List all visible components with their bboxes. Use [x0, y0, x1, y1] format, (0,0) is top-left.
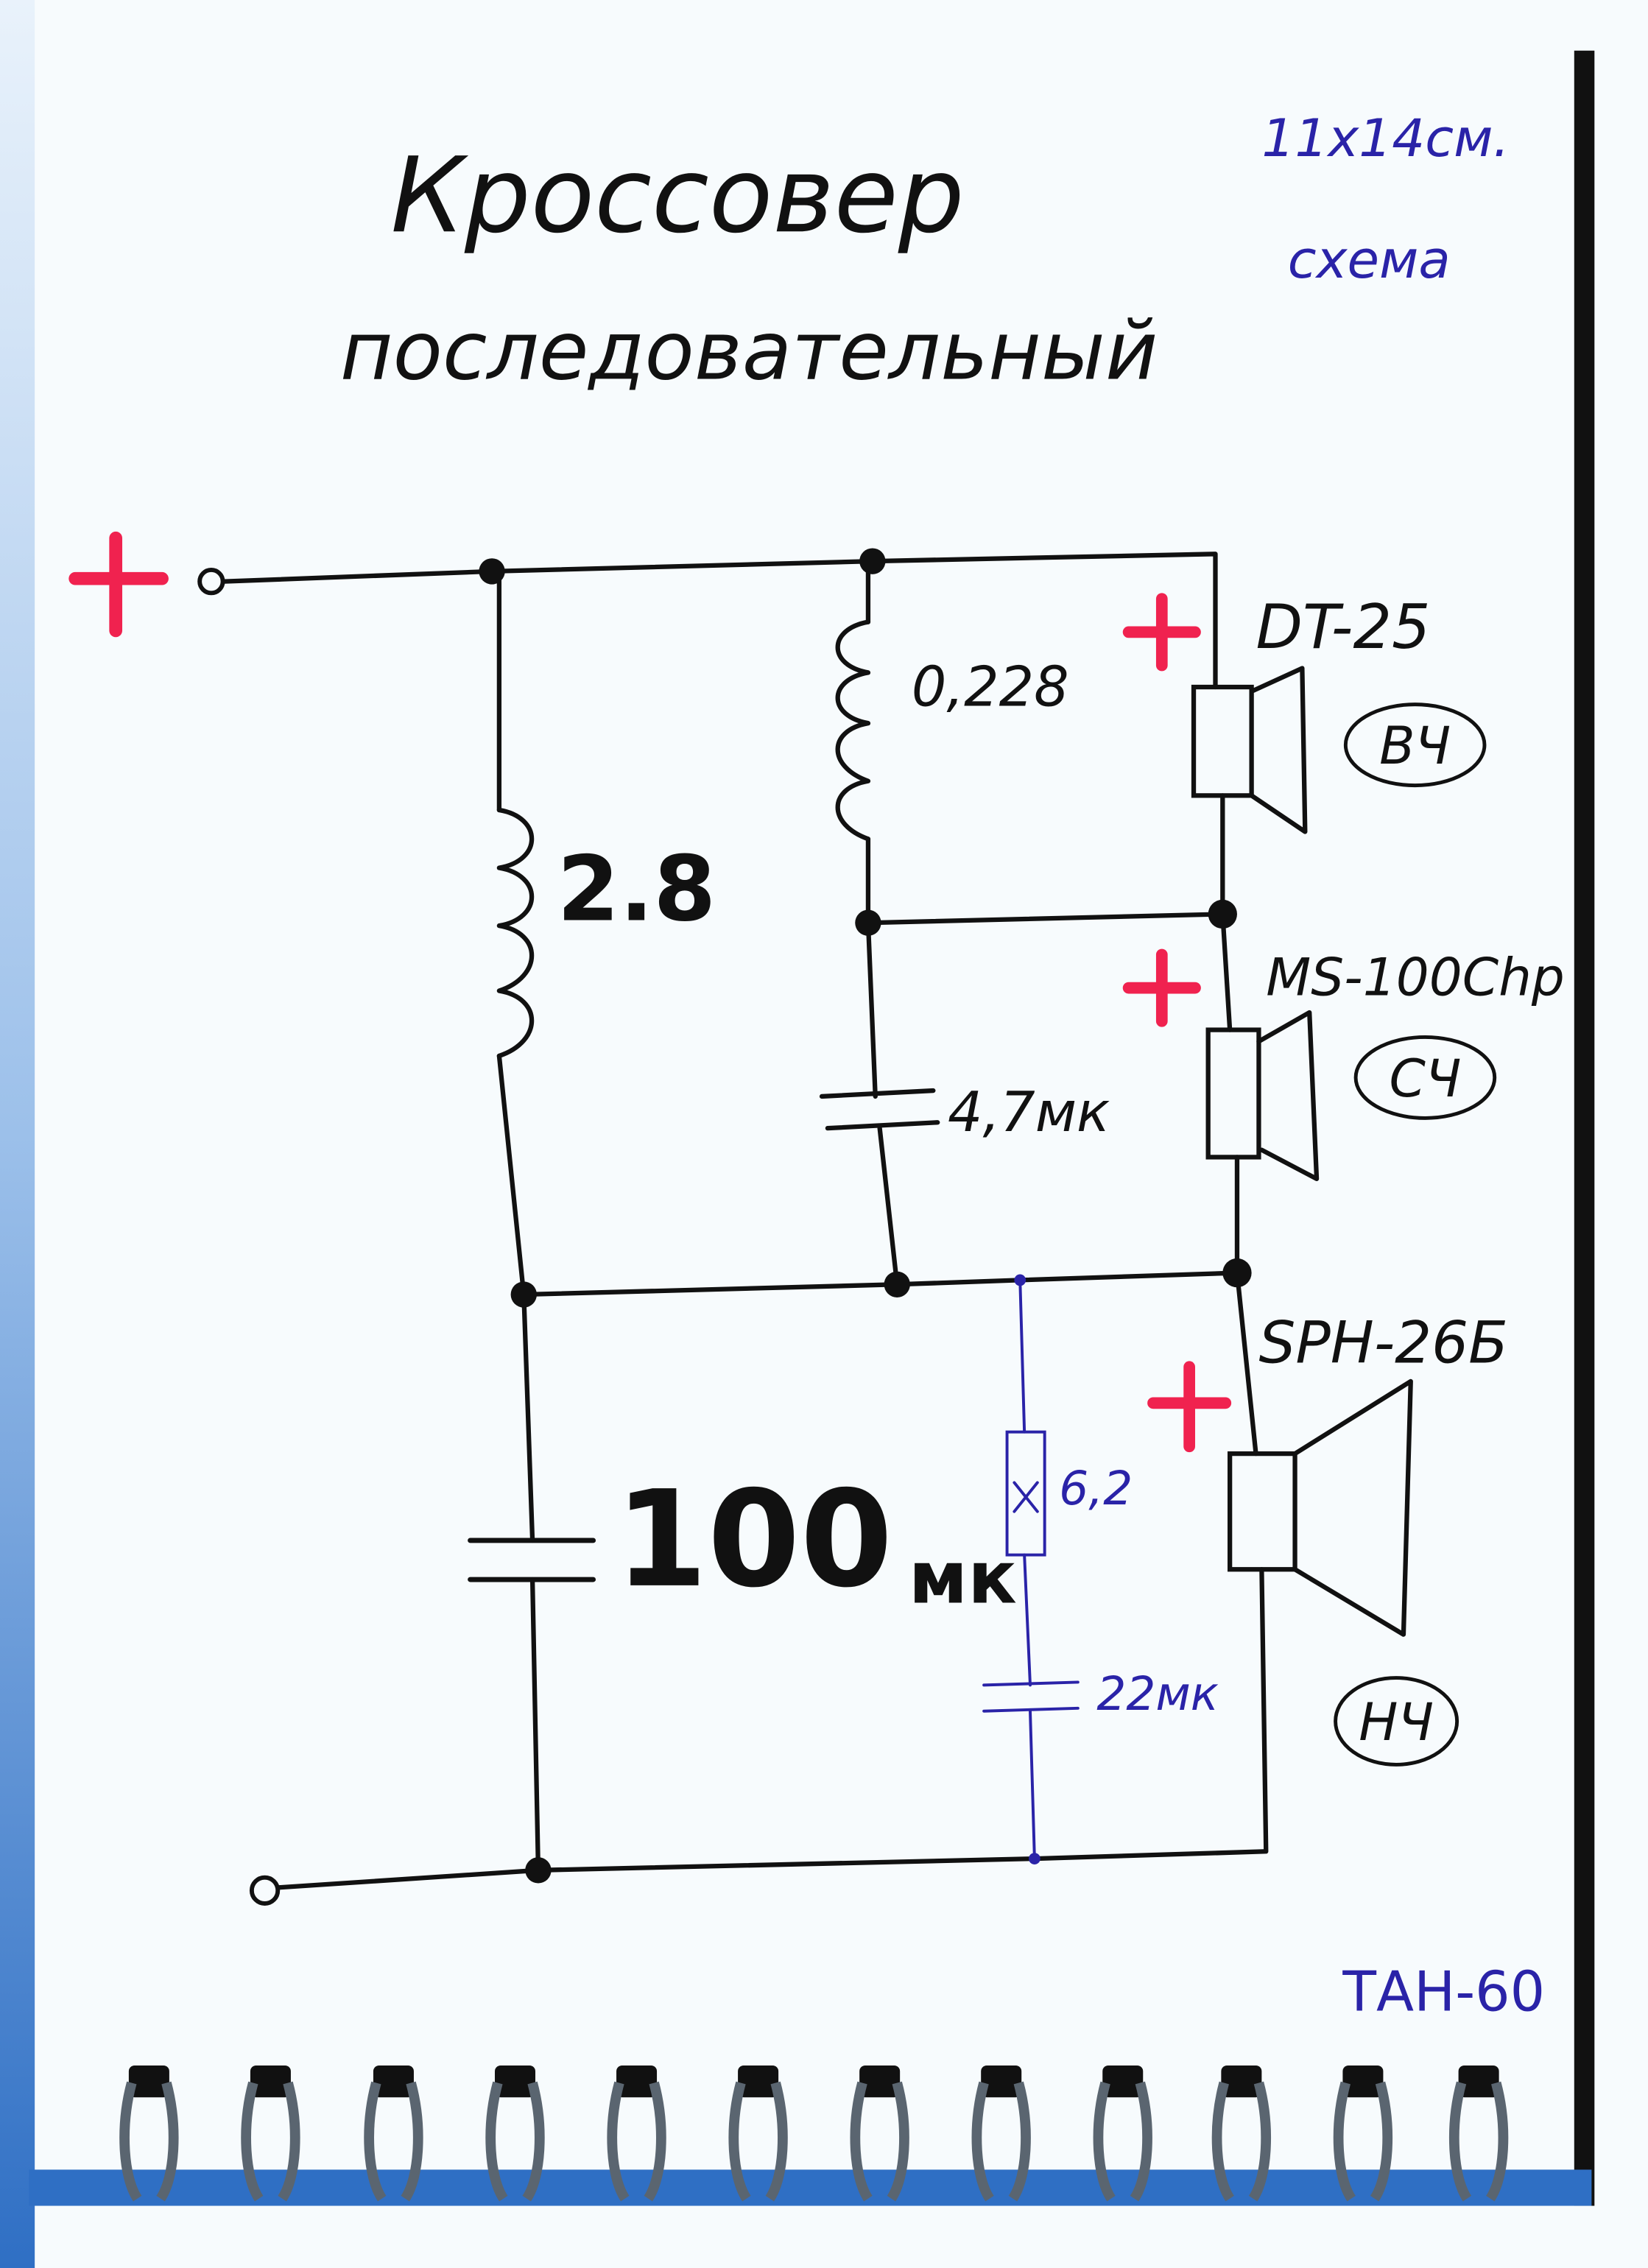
- left-edge: [0, 0, 35, 2268]
- capacitor-c2: [468, 1538, 596, 1582]
- binding-ring: [241, 2066, 300, 2202]
- speaker-woofer-model: SPH-26Б: [1258, 1309, 1508, 1376]
- signature: ТАН-60: [1342, 1959, 1545, 2024]
- binding-ring: [1333, 2066, 1393, 2202]
- binding-ring: [1449, 2066, 1509, 2202]
- binding-ring: [1211, 2066, 1271, 2202]
- capacitor-c1-label: 4,7мк: [948, 1080, 1110, 1144]
- title-line1: Кроссовер: [391, 135, 965, 256]
- speaker-woofer: [1228, 1378, 1413, 1637]
- speaker-tweeter: [1191, 666, 1308, 834]
- binding-ring: [850, 2066, 909, 2202]
- inductor-l2: [835, 619, 871, 842]
- plus-markers: [1122, 593, 1232, 1453]
- size-note: 11х14см.: [1261, 108, 1510, 169]
- speaker-midrange-band-circle: [1353, 1035, 1497, 1120]
- capacitor-c2-unit: мк: [909, 1536, 1017, 1620]
- capacitor-c2-value: 100: [615, 1462, 892, 1617]
- speaker-tweeter-band: ВЧ: [1379, 715, 1451, 776]
- plus-terminal-marker: [68, 531, 169, 638]
- speaker-tweeter-model: DT-25: [1256, 592, 1431, 663]
- inductor-l1-label: 2.8: [557, 837, 716, 941]
- right-edge: [1574, 50, 1595, 2206]
- binding-ring: [607, 2066, 666, 2202]
- binding-ring: [1093, 2066, 1152, 2202]
- speaker-woofer-band: НЧ: [1359, 1691, 1434, 1753]
- binding-ring: [485, 2066, 545, 2202]
- title-line2: последовательный: [340, 304, 1158, 398]
- binding-ring: [971, 2066, 1031, 2202]
- resistor-r1: [1005, 1430, 1046, 1557]
- resistor-r1-label: 6,2: [1059, 1462, 1133, 1515]
- binding-ring: [364, 2066, 423, 2202]
- speaker-tweeter-band-circle: [1343, 702, 1487, 788]
- speaker-midrange-model: MS-100Сhp: [1266, 946, 1565, 1007]
- scheme-note: схема: [1288, 229, 1451, 290]
- bottom-edge: [29, 2169, 1592, 2206]
- spiral-binding: [119, 2066, 1509, 2202]
- speaker-midrange-band: СЧ: [1389, 1048, 1461, 1109]
- junction-dots: [479, 548, 1252, 1884]
- capacitor-c1: [819, 1088, 940, 1131]
- zobel-branch: [982, 1274, 1080, 1864]
- inductor-l2-label: 0,228: [912, 655, 1069, 719]
- input-terminal-negative: [249, 1875, 281, 1906]
- binding-ring: [119, 2066, 179, 2202]
- binding-ring: [728, 2066, 788, 2202]
- speaker-midrange: [1205, 1010, 1320, 1182]
- inductor-l1: [496, 807, 535, 1059]
- capacitor-c3-label: 22мк: [1096, 1667, 1218, 1721]
- speaker-woofer-band-circle: [1334, 1676, 1459, 1767]
